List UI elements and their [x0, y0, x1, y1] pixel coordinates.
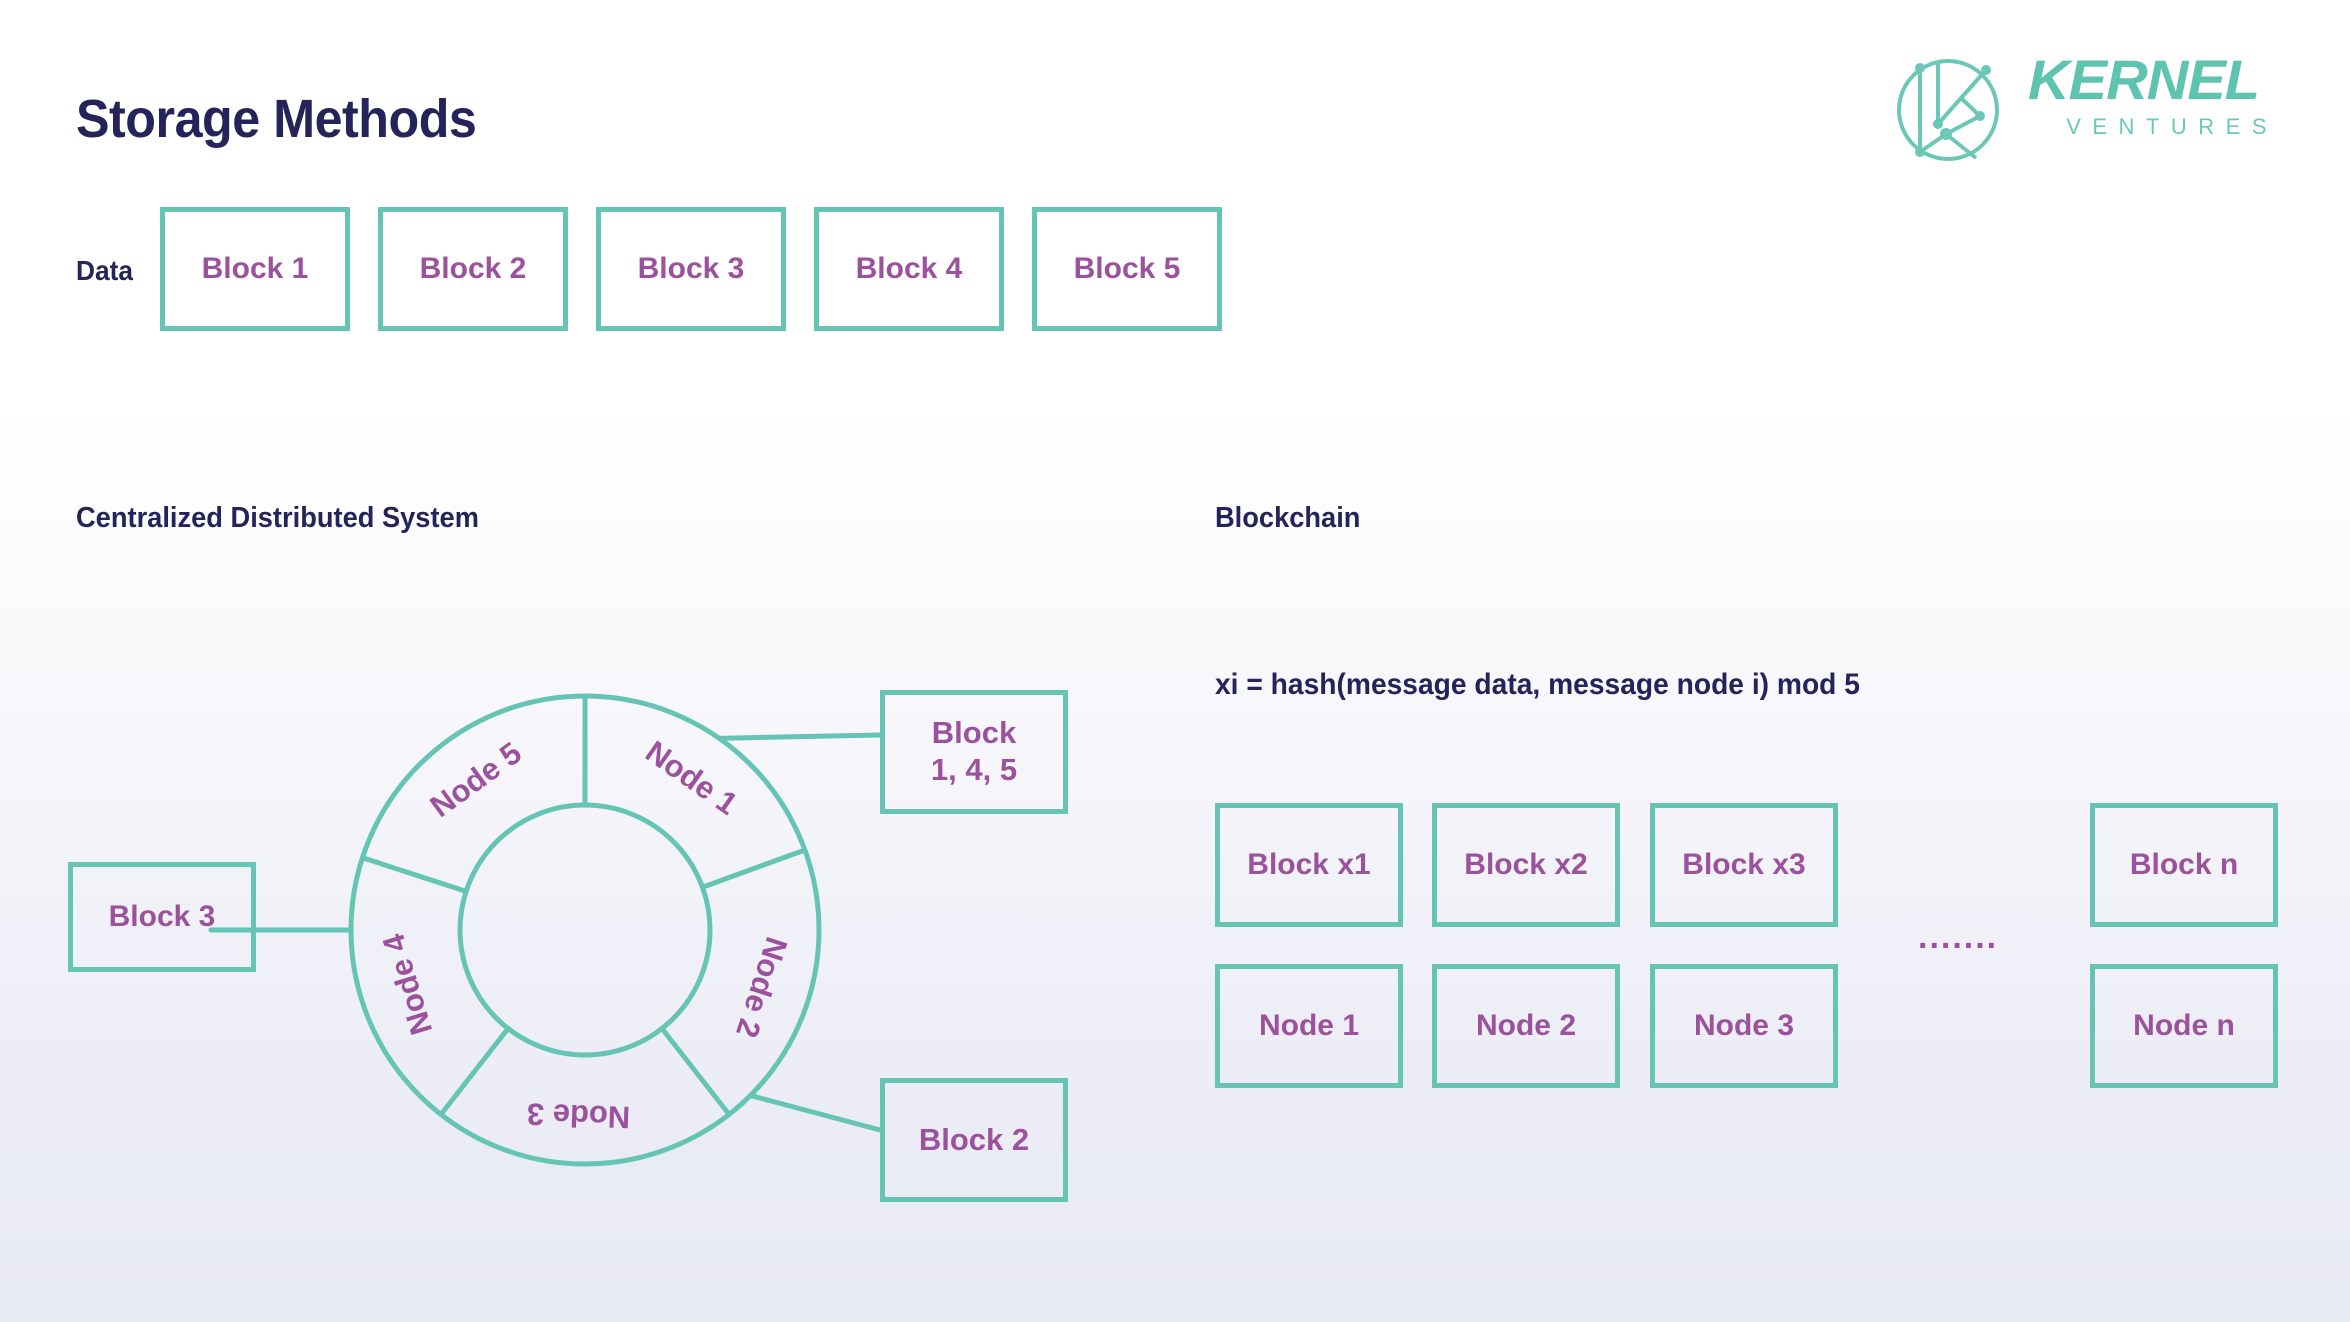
- kernel-ventures-logo: KERNEL VENTURES: [1890, 52, 2280, 168]
- chain-ellipsis: .......: [1918, 918, 1999, 956]
- chain-node-1: Node 1: [1215, 964, 1403, 1088]
- blockchain-formula: xi = hash(message data, message node i) …: [1215, 668, 1860, 701]
- donut-label-node-3: Node 3: [526, 1096, 631, 1135]
- kernel-k-circle-icon: [1897, 59, 1999, 161]
- chain-block-x3: Block x3: [1650, 803, 1838, 927]
- donut-label-node-4: Node 4: [375, 929, 439, 1039]
- data-block-1: Block 1: [160, 207, 350, 331]
- donut-divider: [438, 1026, 511, 1117]
- chain-node-2: Node 2: [1432, 964, 1620, 1088]
- data-block-2: Block 2: [378, 207, 568, 331]
- logo-ventures-text: VENTURES: [2066, 114, 2278, 139]
- donut-inner-ring: [457, 802, 713, 1058]
- donut-divider: [699, 847, 808, 890]
- heading-blockchain: Blockchain: [1215, 502, 1361, 534]
- logo-kernel-text: KERNEL: [2028, 48, 2260, 111]
- donut-connector-lines: [208, 732, 883, 1133]
- data-block-5: Block 5: [1032, 207, 1222, 331]
- centralized-block-2: Block 2: [880, 1078, 1068, 1202]
- heading-centralized-distributed-system: Centralized Distributed System: [76, 502, 479, 534]
- donut-label-node-2: Node 2: [729, 933, 794, 1042]
- connector-to-block-1-4-5: [716, 732, 883, 741]
- donut-divider: [659, 1026, 732, 1117]
- logo-wordmark-group: KERNEL VENTURES: [2028, 52, 2280, 140]
- chain-block-x2: Block x2: [1432, 803, 1620, 927]
- chain-node-n: Node n: [2090, 964, 2278, 1088]
- centralized-block-3: Block 3: [68, 862, 256, 972]
- chain-block-x1: Block x1: [1215, 803, 1403, 927]
- donut-divider: [359, 855, 469, 894]
- chain-block-n: Block n: [2090, 803, 2278, 927]
- data-row-label: Data: [76, 255, 134, 286]
- donut-segment-group: [348, 693, 822, 1167]
- connector-to-block-2: [747, 1092, 883, 1133]
- page-title: Storage Methods: [76, 89, 477, 149]
- chain-node-3: Node 3: [1650, 964, 1838, 1088]
- data-block-4: Block 4: [814, 207, 1004, 331]
- data-block-3: Block 3: [596, 207, 786, 331]
